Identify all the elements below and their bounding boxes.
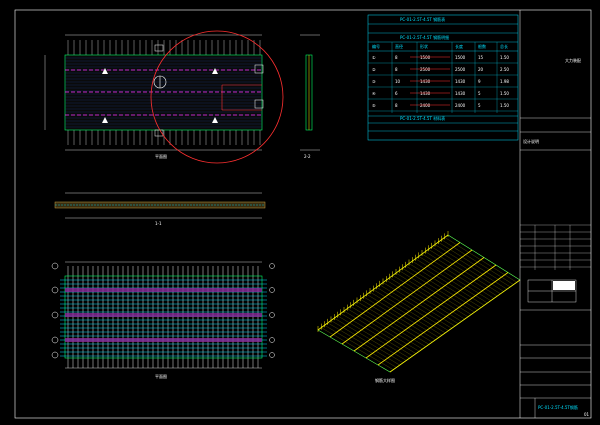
table-subtitle-2: PC-01-2.5T-4.5T 材料表 — [400, 115, 445, 121]
side-section-label: 2-2 — [304, 154, 311, 159]
table-cell: 2.50 — [500, 67, 509, 72]
table-cell: 2400 — [420, 103, 431, 108]
table-cell: 2500 — [455, 67, 466, 72]
table-cell: 8 — [395, 67, 398, 72]
table-cell: 8 — [395, 103, 398, 108]
rebar-plan-label: 平面图 — [155, 373, 167, 379]
title-block-grid — [520, 224, 591, 270]
table-cell: 5 — [478, 103, 481, 108]
isometric-rebar-view[interactable]: 钢筋大样图 — [317, 231, 521, 383]
table-cell: 6 — [395, 91, 398, 96]
table-cell: 1430 — [420, 91, 431, 96]
plan-rebar-hatch — [65, 57, 262, 128]
table-header-row: 编号 直径 形状 长度 根数 总长 — [368, 43, 518, 52]
table-header-cell: 总长 — [500, 43, 508, 49]
table-cell: 20 — [478, 67, 484, 72]
table-cell: 1430 — [455, 91, 466, 96]
iso-view-label: 钢筋大样图 — [375, 377, 395, 383]
table-cell: ① — [372, 55, 376, 60]
rebar-tags — [51, 262, 275, 359]
table-subtitle-1: PC-01-2.5T-4.5T 钢筋明细 — [400, 34, 449, 40]
table-cell: 1430 — [420, 79, 431, 84]
table-title: PC-01-2.5T-4.5T 钢筋表 — [400, 16, 445, 22]
table-cell: 1.50 — [500, 91, 509, 96]
table-cell: 15 — [478, 55, 484, 60]
rebar-plan-view[interactable]: 平面图 — [51, 261, 275, 379]
detail-callout-circle[interactable] — [150, 30, 284, 164]
table-cell: ③ — [372, 79, 376, 84]
table-header-cell: 根数 — [478, 43, 486, 49]
table-cell: 1.50 — [500, 103, 509, 108]
iso-rebar-mesh — [317, 231, 521, 373]
section-view-1-1[interactable]: 1-1 — [54, 192, 266, 226]
plan-slab-outline — [64, 54, 263, 131]
table-header-cell: 形状 — [420, 43, 428, 49]
table-cell: ⑤ — [372, 103, 376, 108]
rebar-stubs-top — [67, 40, 261, 145]
project-name: PC-01-2.5T-4.5T钢筋 — [538, 404, 578, 410]
table-cell: 5 — [478, 91, 481, 96]
table-header-cell: 编号 — [372, 43, 380, 49]
rebar-horizontal-bars — [60, 279, 267, 357]
plan-view-label: 平面图 — [155, 153, 167, 159]
drawing-frame — [14, 9, 592, 419]
table-cell: 10 — [395, 79, 401, 84]
table-cell: 1430 — [455, 79, 466, 84]
design-note: 设计说明 — [523, 138, 539, 144]
plan-view[interactable]: 平面图 — [44, 30, 284, 164]
sheet-number: 01 — [584, 412, 590, 417]
table-cell: 2500 — [420, 67, 431, 72]
rebar-schedule-table[interactable]: PC-01-2.5T-4.5T 钢筋表 PC-01-2.5T-4.5T 钢筋明细… — [367, 14, 519, 141]
company-name: 大力装配 — [565, 57, 581, 63]
table-cell: ④ — [372, 91, 376, 96]
side-section-view[interactable]: 2-2 — [300, 34, 320, 159]
title-block[interactable]: 大力装配 设计说明 PC-01-2.5T-4.5T钢筋 01 — [519, 10, 591, 418]
table-cell: 9 — [478, 79, 481, 84]
table-cell: 8 — [395, 55, 398, 60]
table-cell: 2400 — [455, 103, 466, 108]
table-cell: 1.98 — [500, 79, 509, 84]
table-cell: 1500 — [455, 55, 466, 60]
table-cell: 1.50 — [500, 55, 509, 60]
table-cell: ② — [372, 67, 376, 72]
table-body: ① 8 1500 1500 15 1.50 ② 8 2500 2500 20 2.50 ③ 10 1430 1… — [368, 42, 518, 113]
table-header-cell: 直径 — [395, 43, 403, 49]
table-header-cell: 长度 — [455, 43, 463, 49]
section-label: 1-1 — [155, 221, 162, 226]
table-cell: 1500 — [420, 55, 431, 60]
